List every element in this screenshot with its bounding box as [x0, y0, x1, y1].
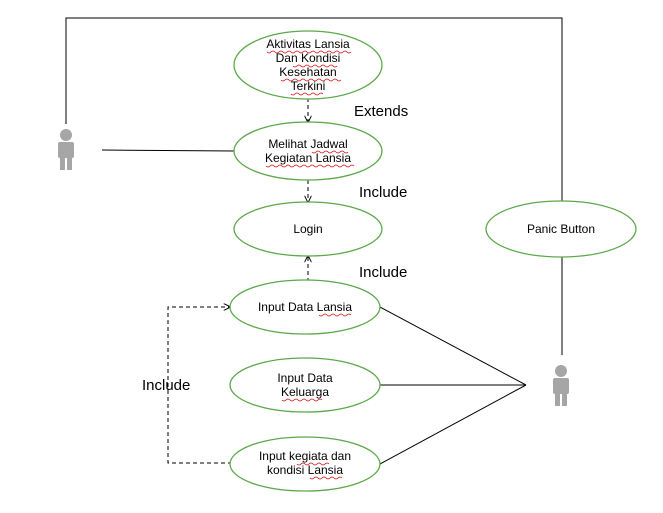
- actor-right[interactable]: [553, 365, 569, 406]
- actor-left-body-icon: [58, 142, 74, 158]
- jadwal-line-1: Melihat Jadwal: [268, 137, 347, 151]
- aktivitas-line-2: Dan Kondisi: [276, 51, 341, 65]
- include-label-kegiatan-input: Include: [142, 377, 190, 394]
- include-label-jadwal-login: Include: [359, 184, 407, 201]
- association-lines: [65, 17, 563, 465]
- panic-label: Panic Button: [527, 222, 595, 236]
- jadwal-line-2: Kegiatan Lansia: [265, 151, 351, 165]
- actor-right-body-icon: [553, 378, 569, 394]
- use-cases: [229, 30, 637, 492]
- usecase-login[interactable]: [233, 201, 383, 257]
- aktivitas-line-4: Terkini: [291, 79, 326, 93]
- usecase-labels: Aktivitas Lansia Dan Kondisi Kesehatan T…: [258, 37, 595, 477]
- input-kegiatan-line-1: Input kegiata dan: [259, 449, 351, 463]
- actor-left[interactable]: [58, 129, 74, 170]
- actor-left-leg-right-icon: [67, 157, 72, 170]
- input-keluarga-line-2: Keluarga: [281, 385, 329, 399]
- association-right-actor-input-lansia: [379, 306, 527, 386]
- usecase-input-data-lansia[interactable]: [229, 279, 381, 335]
- include-kegiatan-input-arrow: [167, 307, 232, 464]
- input-kegiatan-line-2: kondisi Lansia: [267, 463, 343, 477]
- actor-right-leg-left-icon: [555, 393, 560, 406]
- login-label: Login: [293, 222, 322, 236]
- actor-left-leg-left-icon: [60, 157, 65, 170]
- include-label-input-login: Include: [359, 264, 407, 281]
- input-keluarga-line-1: Input Data: [277, 371, 333, 385]
- actor-right-leg-right-icon: [562, 393, 567, 406]
- spellcheck-underlines: [265, 50, 355, 480]
- usecase-input-data-keluarga[interactable]: [229, 357, 381, 413]
- aktivitas-line-3: Kesehatan: [279, 65, 336, 79]
- extends-label: Extends: [354, 103, 408, 120]
- dependency-lines: [167, 98, 308, 464]
- usecase-panic-button[interactable]: [485, 200, 637, 258]
- aktivitas-line-1: Aktivitas Lansia: [266, 37, 350, 51]
- input-lansia-label: Input Data Lansia: [258, 300, 352, 314]
- association-left-actor-aktivitas: [65, 17, 563, 205]
- actor-left-head-icon: [60, 129, 72, 141]
- actor-right-head-icon: [555, 365, 567, 377]
- association-left-actor-jadwal: [101, 149, 236, 152]
- association-right-actor-input-kegiatan: [379, 384, 527, 465]
- relation-labels: Extends Include Include Include: [142, 103, 408, 394]
